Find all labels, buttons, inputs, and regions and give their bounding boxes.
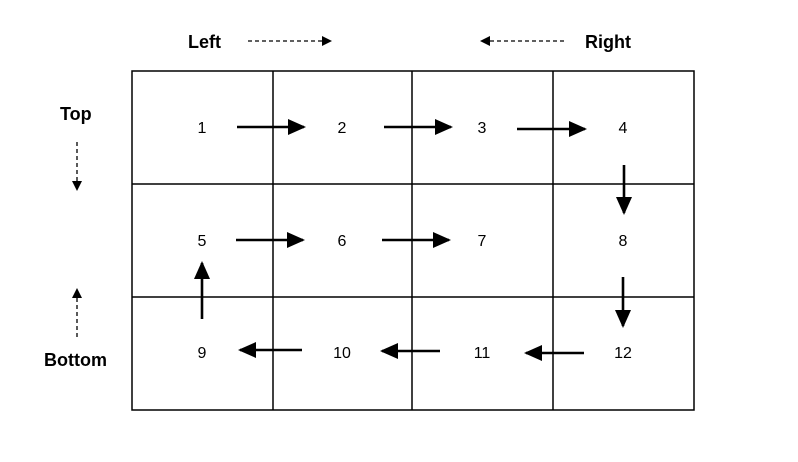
cell-label: 2 [338, 120, 347, 137]
grid-outer-border [131, 70, 695, 411]
cell-label: 7 [478, 233, 487, 250]
cell-label: 9 [198, 345, 207, 362]
cell-label: 10 [333, 345, 351, 362]
cell-label: 1 [198, 120, 207, 137]
cell-label: 4 [619, 120, 628, 137]
cell-label: 11 [474, 345, 491, 362]
top-direction-label: Top [60, 104, 92, 124]
cell-label: 5 [198, 233, 207, 250]
cell-labels: 1 2 3 4 5 6 7 8 9 10 11 12 [198, 120, 632, 362]
cell-label: 3 [478, 120, 487, 137]
flow-arrows [194, 119, 632, 361]
bottom-direction-label: Bottom [44, 350, 107, 370]
cell-label: 8 [619, 233, 628, 250]
left-direction-label: Left [188, 32, 221, 52]
cell-label: 12 [614, 345, 632, 362]
right-direction-label: Right [585, 32, 631, 52]
cell-label: 6 [338, 233, 347, 250]
